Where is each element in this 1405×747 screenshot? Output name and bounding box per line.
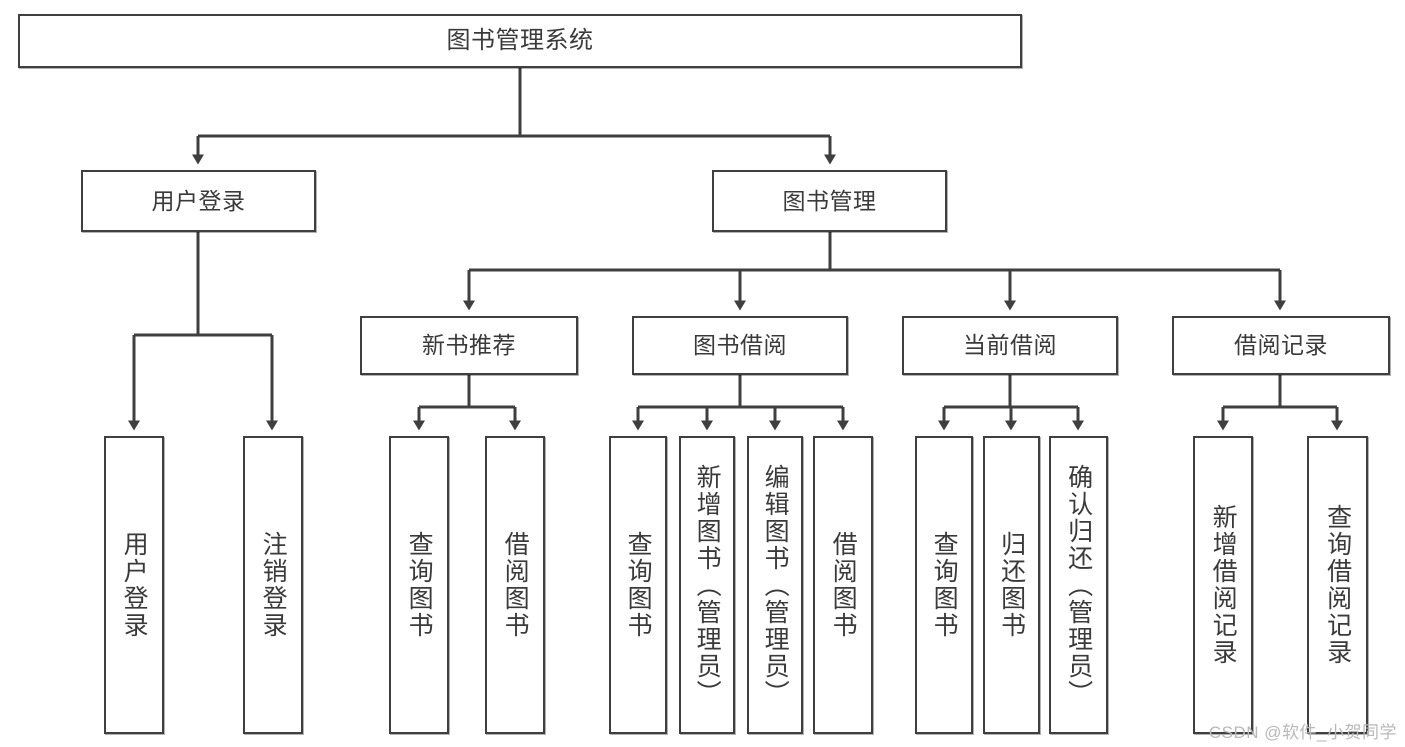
node-label: 编辑图书（管理员） (761, 463, 790, 707)
leaf-new-book-borrow[interactable]: 借阅图书 (485, 436, 545, 734)
node-label: 图书借阅 (693, 332, 787, 359)
node-label: 新增借阅记录 (1209, 504, 1238, 666)
leaf-user-login-logout[interactable]: 注销登录 (243, 436, 303, 734)
node-new-book-recommend[interactable]: 新书推荐 (360, 316, 578, 375)
leaf-borrow-record-query[interactable]: 查询借阅记录 (1307, 436, 1368, 734)
node-label: 借阅图书 (501, 531, 530, 639)
node-label: 确认归还（管理员） (1064, 463, 1093, 707)
leaf-user-login-login[interactable]: 用户登录 (104, 436, 164, 734)
node-label: 查询借阅记录 (1323, 504, 1352, 666)
node-label: 用户登录 (151, 187, 246, 214)
node-current-borrow[interactable]: 当前借阅 (902, 316, 1118, 375)
node-label: 查询图书 (624, 531, 653, 639)
leaf-current-borrow-query[interactable]: 查询图书 (915, 436, 973, 734)
node-label: 查询图书 (405, 531, 434, 639)
node-root-system[interactable]: 图书管理系统 (18, 14, 1022, 68)
node-borrow-record[interactable]: 借阅记录 (1172, 316, 1390, 375)
leaf-current-borrow-confirm-return[interactable]: 确认归还（管理员） (1049, 436, 1108, 734)
node-book-management[interactable]: 图书管理 (712, 170, 947, 232)
node-label: 图书管理系统 (446, 27, 594, 55)
node-label: 图书管理 (782, 187, 877, 214)
leaf-current-borrow-return[interactable]: 归还图书 (983, 436, 1040, 734)
node-label: 归还图书 (997, 531, 1026, 639)
node-label: 查询图书 (930, 531, 959, 639)
node-label: 注销登录 (259, 531, 288, 639)
leaf-borrow-record-add[interactable]: 新增借阅记录 (1193, 436, 1253, 734)
leaf-book-borrow-borrow[interactable]: 借阅图书 (813, 436, 873, 734)
node-label: 借阅记录 (1234, 332, 1328, 359)
node-label: 新增图书（管理员） (693, 463, 722, 707)
leaf-book-borrow-add[interactable]: 新增图书（管理员） (679, 436, 735, 734)
watermark: CSDN @软件_小贺同学 (1208, 723, 1397, 742)
node-label: 当前借阅 (963, 332, 1057, 359)
node-label: 新书推荐 (422, 332, 516, 359)
node-user-login[interactable]: 用户登录 (81, 170, 316, 232)
leaf-new-book-query[interactable]: 查询图书 (389, 436, 449, 734)
node-label: 借阅图书 (829, 531, 858, 639)
leaf-book-borrow-edit[interactable]: 编辑图书（管理员） (747, 436, 803, 734)
node-book-borrow[interactable]: 图书借阅 (632, 316, 848, 375)
leaf-book-borrow-query[interactable]: 查询图书 (609, 436, 667, 734)
node-label: 用户登录 (120, 531, 149, 639)
